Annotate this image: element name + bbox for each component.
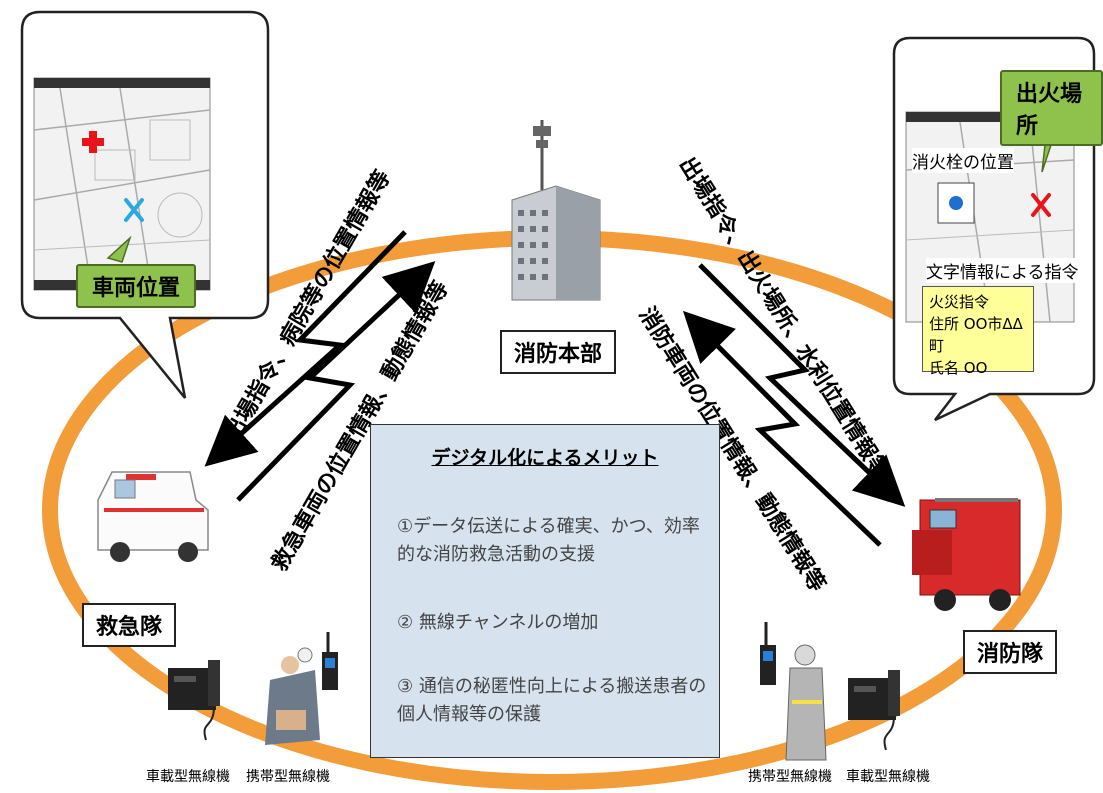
hydrant-icon [949,196,963,210]
left-portable-radio-caption: 携帯型無線機 [246,769,330,785]
firefighter-icon [785,644,827,761]
left-portable-radio-icon [322,632,338,690]
ambulance-team-label: 救急隊 [82,603,177,647]
right-vehicle-radio-caption: 車載型無線機 [846,769,930,785]
note-line: 氏名 OO [929,359,988,377]
hydrant-position-label: 消火栓の位置 [912,148,1014,173]
headquarters-building-icon [511,120,601,301]
right-vehicle-radio-icon [848,670,900,751]
benefit-item: ② 無線チャンネルの増加 [397,612,599,633]
vehicle-position-tag: 車両位置 [76,264,197,308]
benefits-panel: デジタル化によるメリット ①データ伝送による確実、かつ、効率的な消防救急活動の支… [370,424,720,758]
text-instruction-label: 文字情報による指令 [926,258,1079,283]
fire-truck-icon [912,498,1021,611]
hq-label: 消防本部 [500,330,617,374]
ambulance-icon [97,471,209,562]
benefits-title: デジタル化によるメリット [431,447,659,469]
right-portable-radio-caption: 携帯型無線機 [748,769,832,785]
left-map [33,77,211,291]
fire-team-label: 消防隊 [963,630,1058,674]
benefit-item: ③ 通信の秘匿性向上による搬送患者の個人情報等の保護 [397,676,707,725]
note-line: 住所 OO市ΔΔ町 [929,315,1023,355]
right-outer-arrow [698,263,906,507]
instruction-note: 火災指令 住所 OO市ΔΔ町 氏名 OO [922,286,1034,377]
right-inner-arrow [682,310,882,547]
left-vehicle-radio-caption: 車載型無線機 [146,769,230,785]
vehicle-marker-icon [124,198,144,222]
benefit-item: ①データ伝送による確実、かつ、効率的な消防救急活動の支援 [397,516,700,565]
right-portable-radio-icon [760,622,776,685]
fire-location-marker-icon [1031,193,1051,217]
hospital-cross-icon [82,131,104,153]
left-vehicle-radio-icon [168,660,220,741]
vehicle-position-tag-tail [106,235,132,263]
note-line: 火災指令 [929,293,990,311]
left-inner-arrow [236,261,436,502]
fire-location-tag: 出火場所 [1000,70,1103,146]
rescue-workers-icon [265,647,320,745]
left-outer-arrow [204,230,407,467]
